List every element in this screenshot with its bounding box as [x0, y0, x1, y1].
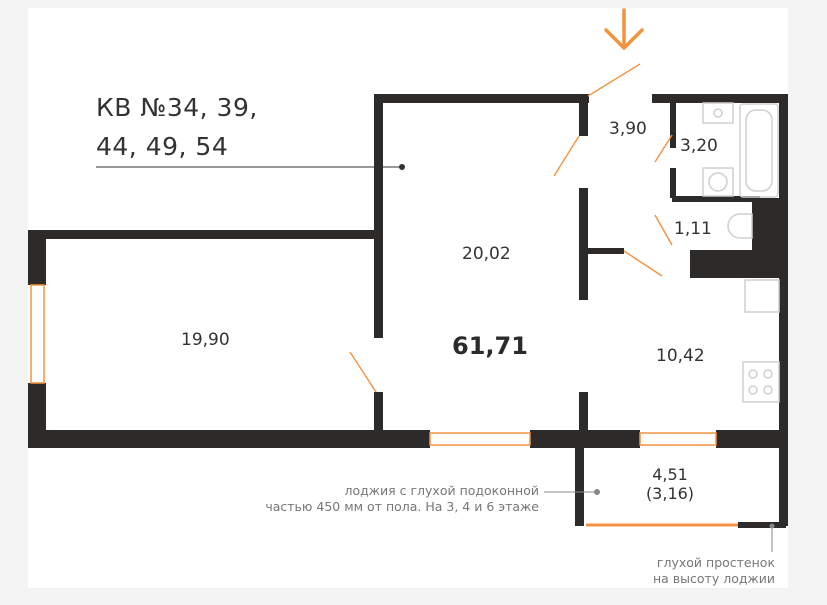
plan-sheet	[28, 8, 788, 588]
walls	[28, 94, 788, 528]
bathtub	[739, 103, 779, 198]
total-area: 61,71	[452, 332, 528, 360]
hall-area: 3,90	[609, 119, 647, 139]
toilet-bowl	[727, 213, 753, 239]
burner	[748, 385, 758, 395]
loggia-area: 4,51 (3,16)	[620, 465, 720, 503]
washing-machine-drum	[708, 172, 728, 192]
wall-note-line2: на высоту лоджии	[652, 571, 775, 586]
loggia-note: лоджия с глухой подоконной частью 450 мм…	[265, 483, 539, 515]
burner	[763, 369, 773, 379]
door-room-left	[349, 351, 377, 393]
loggia-note-line2: частью 450 мм от пола. На 3, 4 и 6 этаже	[265, 499, 539, 514]
window-left	[30, 284, 45, 384]
door-kitchen	[623, 250, 663, 277]
washbasin	[702, 102, 734, 124]
window-kitchen	[639, 432, 717, 446]
bathroom-area: 3,20	[680, 136, 718, 156]
wall-leader-dot	[769, 523, 775, 529]
wall-note-line1: глухой простенок	[656, 555, 775, 570]
wall-note: глухой простенок на высоту лоджии	[653, 555, 775, 587]
toilet-area: 1,11	[674, 219, 712, 239]
title-leader-dot	[399, 164, 405, 170]
door-swings	[349, 63, 673, 393]
burner	[748, 369, 758, 379]
washing-machine	[702, 167, 734, 197]
door-toilet	[654, 214, 673, 246]
fixtures	[702, 102, 780, 403]
apartment-title-line2: 44, 49, 54	[96, 132, 229, 161]
loggia-leader-dot	[594, 489, 600, 495]
loggia-area-reduced: (3,16)	[645, 484, 695, 503]
entrance-door	[587, 63, 641, 97]
arrow-down-icon	[604, 8, 644, 50]
loggia-area-value: 4,51	[652, 465, 688, 484]
door-bathroom	[654, 134, 673, 163]
window-center	[429, 432, 531, 446]
kitchen-area: 10,42	[656, 346, 705, 366]
room-left-area: 19,90	[181, 330, 230, 350]
room-center-area: 20,02	[462, 244, 511, 264]
washbasin-drain	[713, 108, 723, 118]
stove	[742, 361, 780, 403]
burner	[763, 385, 773, 395]
kitchen-sink	[744, 279, 780, 313]
bathtub-inner	[745, 109, 773, 192]
apartment-title-line1: КВ №34, 39,	[96, 93, 258, 122]
loggia-note-line1: лоджия с глухой подоконной	[344, 483, 539, 498]
door-room-center	[553, 135, 580, 177]
